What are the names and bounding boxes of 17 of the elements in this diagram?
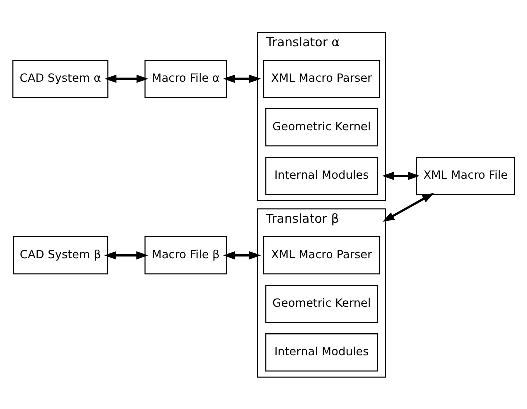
node-box: Macro File α — [144, 59, 227, 98]
node-box: XML Macro Parser — [262, 59, 380, 98]
node-box: Internal Modules — [265, 156, 378, 195]
node-box: CAD System α — [12, 59, 108, 98]
arrow — [104, 74, 148, 83]
arrow — [382, 171, 420, 180]
node-box: CAD System β — [12, 236, 108, 274]
arrow — [382, 192, 434, 222]
node-box: Geometric Kernel — [265, 284, 378, 323]
arrow — [104, 250, 148, 260]
node-box: Internal Modules — [265, 333, 378, 372]
node-box: Macro File β — [144, 236, 227, 274]
node-box: XML Macro File — [416, 156, 515, 195]
node-box: XML Macro Parser — [262, 236, 380, 274]
arrow — [222, 74, 261, 83]
node-box: Geometric Kernel — [265, 108, 378, 146]
arrow — [222, 250, 261, 260]
